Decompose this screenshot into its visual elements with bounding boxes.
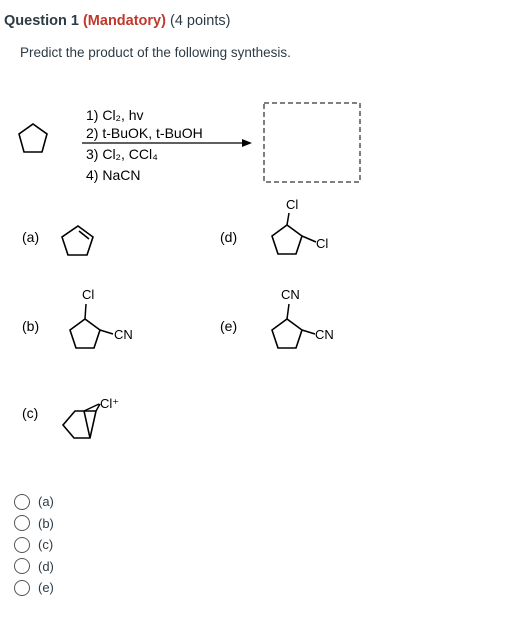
- chloronium-bond-1: [95, 403, 101, 412]
- substituent-e-cn1: CN: [281, 287, 300, 302]
- substituent-b-cl: Cl: [82, 287, 94, 302]
- cyclopentane-e: [271, 318, 303, 349]
- reagent-step-1: 1) Cl₂, hv: [86, 107, 144, 123]
- cyclopentene: [61, 225, 94, 256]
- mandatory-flag: (Mandatory): [82, 13, 166, 29]
- choice-e-label: (e): [220, 318, 237, 334]
- bond-b-cn: [99, 329, 114, 335]
- choice-b-label: (b): [22, 318, 39, 334]
- question-points: (4 points): [169, 13, 231, 29]
- chloronium-ion: Cl⁺: [100, 396, 119, 411]
- option-label: (d): [38, 558, 54, 574]
- radio-button[interactable]: [14, 493, 30, 510]
- reagent-step-4: 4) NaCN: [86, 167, 140, 183]
- cyclopentane-d: [271, 224, 303, 255]
- choice-c-label: (c): [22, 405, 38, 421]
- bond-e-cn2: [301, 329, 316, 335]
- cyclopentane-start: [18, 123, 48, 153]
- radio-button[interactable]: [14, 558, 30, 575]
- reagent-step-2: 2) t-BuOK, t-BuOH: [86, 125, 203, 141]
- bond-d-cl2: [301, 235, 317, 243]
- double-bond: [78, 230, 90, 240]
- choice-a-label: (a): [22, 229, 39, 245]
- cyclopentane-c: [61, 410, 97, 439]
- option-label: (a): [38, 494, 54, 510]
- substituent-d-cl2: Cl: [316, 236, 328, 251]
- arrowhead: [242, 139, 252, 147]
- option-e[interactable]: (e): [14, 577, 54, 599]
- bond-b-cl: [84, 303, 87, 320]
- question-header: Question 1 (Mandatory) (4 points): [4, 13, 230, 29]
- substituent-e-cn2: CN: [315, 327, 334, 342]
- product-box: [263, 102, 361, 183]
- radio-button[interactable]: [14, 515, 30, 532]
- option-label: (e): [38, 580, 54, 596]
- option-b[interactable]: (b): [14, 513, 54, 535]
- substituent-b-cn: CN: [114, 327, 133, 342]
- option-c[interactable]: (c): [14, 534, 54, 556]
- bond-e-cn1: [286, 303, 290, 320]
- question-prompt: Predict the product of the following syn…: [20, 45, 291, 60]
- substituent-d-cl1: Cl: [286, 197, 298, 212]
- option-label: (b): [38, 515, 54, 531]
- radio-button[interactable]: [14, 579, 30, 596]
- choice-d-label: (d): [220, 229, 237, 245]
- bond-d-cl1: [286, 212, 290, 226]
- answer-options: (a) (b) (c) (d) (e): [14, 491, 54, 599]
- option-d[interactable]: (d): [14, 556, 54, 578]
- cyclopentane-b: [69, 318, 101, 349]
- option-a[interactable]: (a): [14, 491, 54, 513]
- ring-bond-c: [83, 410, 91, 439]
- option-label: (c): [38, 537, 54, 553]
- question-number: Question 1: [4, 13, 79, 29]
- reagent-step-3: 3) Cl₂, CCl₄: [86, 146, 158, 162]
- chloronium-bond-2: [83, 403, 100, 412]
- radio-button[interactable]: [14, 536, 30, 553]
